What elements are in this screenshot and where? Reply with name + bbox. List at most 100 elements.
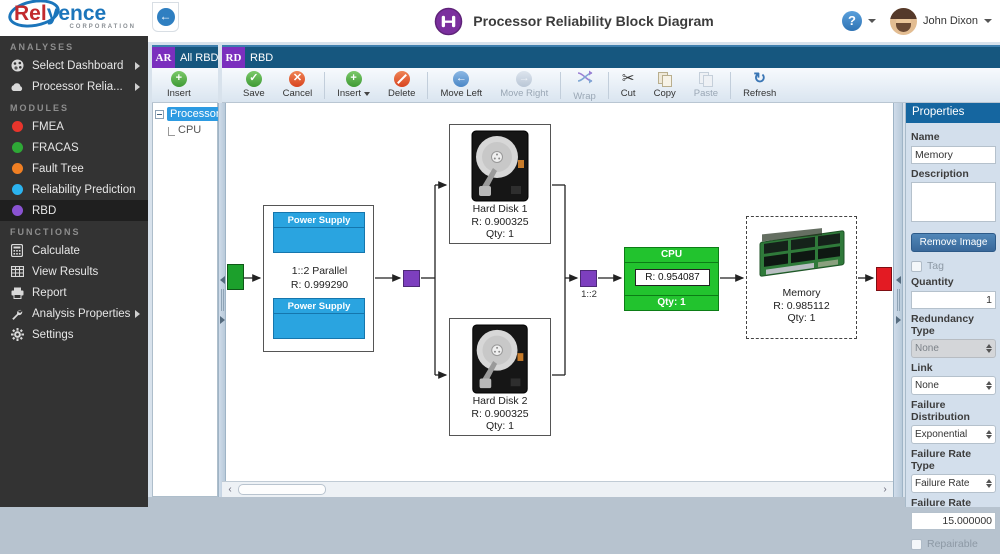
insert-button[interactable]: + Insert: [328, 71, 379, 99]
splitter-collapse-left-icon[interactable]: [895, 276, 901, 284]
sidebar-item-reliability-prediction[interactable]: Reliability Prediction: [0, 179, 148, 200]
sidebar-item-fault-tree[interactable]: Fault Tree: [0, 158, 148, 179]
move-left-button[interactable]: ← Move Left: [440, 71, 483, 99]
redundancy-type-select[interactable]: None: [911, 339, 996, 358]
avatar[interactable]: [889, 7, 917, 35]
sidebar-item-rbd[interactable]: RBD: [0, 200, 148, 221]
scroll-right-arrow-icon[interactable]: ›: [883, 484, 887, 495]
sidebar-item-processor-analysis[interactable]: Processor Relia...: [0, 76, 148, 97]
collapse-sidebar-button[interactable]: ←: [152, 2, 179, 32]
failure-distribution-select[interactable]: Exponential: [911, 425, 996, 444]
failure-rate-type-select[interactable]: Failure Rate: [911, 474, 996, 493]
header: ← Processor Reliability Block Diagram ? …: [148, 0, 1000, 42]
block-reliability-value: R: 0.954087: [635, 269, 710, 286]
rbd-toolbar: ✓ Save ✕ Cancel + Insert Delete ← Move L…: [222, 68, 1000, 103]
user-name[interactable]: John Dixon: [922, 15, 978, 27]
cloud-icon: [10, 80, 24, 94]
submenu-chevron-icon: [135, 61, 140, 70]
scrollbar-thumb[interactable]: [238, 484, 326, 495]
rbd-diagram-canvas[interactable]: Power Supply 1::2 Parallel R: 0.999290 P…: [226, 103, 893, 481]
link-select[interactable]: None: [911, 376, 996, 395]
cancel-button[interactable]: ✕ Cancel: [282, 71, 313, 99]
hard-disk-image: [472, 324, 528, 394]
refresh-icon: ↻: [753, 70, 766, 87]
quantity-field[interactable]: [911, 291, 996, 309]
tree-node-cpu[interactable]: CPU: [178, 124, 202, 136]
splitter-grip[interactable]: [220, 289, 224, 311]
select-stepper-icon: [986, 381, 992, 390]
memory-module-image: [759, 228, 844, 277]
remove-image-button[interactable]: Remove Image: [911, 233, 996, 252]
help-icon[interactable]: ?: [841, 11, 862, 31]
table-icon: [10, 265, 24, 279]
sidebar-item-view-results[interactable]: View Results: [0, 261, 148, 282]
select-stepper-icon: [986, 479, 992, 488]
rbd-module-dot-icon: [10, 204, 24, 218]
move-right-button[interactable]: → Move Right: [500, 71, 549, 99]
cpu-block[interactable]: CPU R: 0.954087 Qty: 1: [624, 247, 719, 311]
scroll-left-arrow-icon[interactable]: ‹: [228, 484, 232, 495]
fault-tree-module-dot-icon: [10, 162, 24, 176]
sidebar-item-fmea[interactable]: FMEA: [0, 116, 148, 137]
tab-rbd-label[interactable]: RBD: [250, 51, 274, 64]
sidebar-item-settings[interactable]: Settings: [0, 324, 148, 345]
save-button[interactable]: ✓ Save: [243, 71, 265, 99]
left-panel-splitter[interactable]: [218, 103, 226, 497]
cut-button[interactable]: ✂ Cut: [620, 70, 636, 100]
sidebar-item-fracas[interactable]: FRACAS: [0, 137, 148, 158]
hard-disk-1-block[interactable]: Hard Disk 1 R: 0.900325 Qty: 1: [449, 124, 551, 244]
delete-button[interactable]: Delete: [379, 71, 424, 99]
junction-config-label: 1::2: [581, 289, 597, 300]
junction-node-2[interactable]: [580, 270, 597, 287]
paste-button[interactable]: Paste: [685, 71, 727, 99]
description-field[interactable]: [911, 182, 996, 222]
splitter-expand-right-icon[interactable]: [895, 316, 901, 324]
tree-collapse-icon[interactable]: [155, 109, 164, 119]
tab-all-rbds-label: All RBDs: [180, 51, 218, 64]
block-quantity: Qty: 1: [485, 420, 514, 432]
tree-insert-button[interactable]: + Insert: [158, 71, 200, 99]
sidebar-item-analysis-properties[interactable]: Analysis Properties: [0, 303, 148, 324]
failure-rate-label: Failure Rate: [911, 497, 972, 509]
help-caret-icon[interactable]: [867, 19, 876, 23]
power-supply-block-2[interactable]: Power Supply: [273, 298, 365, 339]
back-arrow-icon: ←: [156, 8, 175, 26]
link-value: None: [915, 380, 939, 391]
tab-all-rbds[interactable]: AR All RBDs: [152, 45, 218, 68]
sidebar-item-select-dashboard[interactable]: Select Dashboard: [0, 55, 148, 76]
splitter-grip[interactable]: [896, 289, 900, 311]
block-name: Memory: [782, 287, 821, 299]
power-supply-block-1[interactable]: Power Supply: [273, 212, 365, 253]
delete-slash-icon: [393, 71, 410, 87]
tag-checkbox[interactable]: [911, 260, 922, 272]
sidebar-item-label: FMEA: [32, 120, 64, 133]
toolbar-separator: [607, 71, 609, 99]
hard-disk-2-block[interactable]: Hard Disk 2 R: 0.900325 Qty: 1: [449, 318, 551, 436]
memory-block-selected[interactable]: Memory R: 0.985112 Qty: 1: [746, 216, 857, 339]
sidebar-item-calculate[interactable]: Calculate: [0, 240, 148, 261]
user-menu-caret-icon[interactable]: [984, 19, 992, 23]
sidebar-item-report[interactable]: Report: [0, 282, 148, 303]
junction-node-1[interactable]: [403, 270, 420, 287]
horizontal-scrollbar[interactable]: ‹ ›: [222, 481, 893, 497]
end-node[interactable]: [876, 267, 892, 291]
properties-title: Properties: [906, 103, 1000, 123]
name-field[interactable]: [911, 146, 996, 164]
splitter-expand-right-icon[interactable]: [219, 316, 225, 324]
copy-button[interactable]: Copy: [645, 71, 685, 99]
failure-rate-field[interactable]: [911, 512, 996, 530]
parallel-config-label: 1::2 Parallel: [291, 265, 348, 277]
right-panel-splitter[interactable]: [893, 103, 903, 497]
wrap-button[interactable]: Wrap: [564, 69, 605, 102]
failure-distribution-label: Failure Distribution: [911, 399, 970, 423]
refresh-button[interactable]: ↻ Refresh: [743, 70, 777, 100]
sidebar-item-label: Report: [32, 286, 67, 299]
tree-node-processor[interactable]: Processor: [167, 107, 223, 121]
block-name: Hard Disk 1: [472, 203, 528, 215]
repairable-checkbox[interactable]: [911, 538, 922, 550]
start-node[interactable]: [227, 264, 244, 290]
splitter-collapse-left-icon[interactable]: [219, 276, 225, 284]
power-supply-parallel-group[interactable]: Power Supply 1::2 Parallel R: 0.999290 P…: [263, 205, 374, 352]
block-reliability-value: R: 0.900325: [471, 215, 529, 228]
sidebar-item-label: Reliability Prediction: [32, 183, 136, 196]
